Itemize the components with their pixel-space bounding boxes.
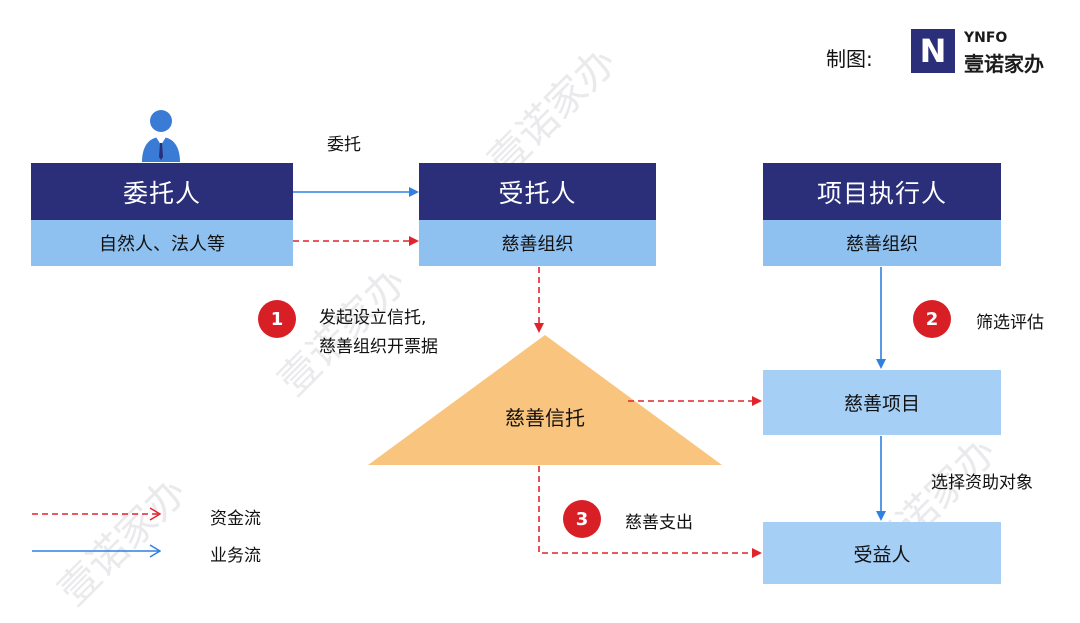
entrust-label: 委托 xyxy=(327,130,361,155)
legend-fund-label: 资金流 xyxy=(210,504,261,529)
step-2-label: 筛选评估 xyxy=(976,308,1044,333)
select-label: 选择资助对象 xyxy=(931,468,1033,493)
step-1-line2: 慈善组织开票据 xyxy=(319,332,438,357)
step-3-label: 慈善支出 xyxy=(625,508,693,533)
legend-business-label: 业务流 xyxy=(210,541,261,566)
step-1-line1: 发起设立信托, xyxy=(319,303,426,328)
step-2-badge: 2 xyxy=(913,300,951,338)
step-3-badge: 3 xyxy=(563,500,601,538)
trust-label: 慈善信托 xyxy=(470,402,620,431)
step-1-badge: 1 xyxy=(258,300,296,338)
